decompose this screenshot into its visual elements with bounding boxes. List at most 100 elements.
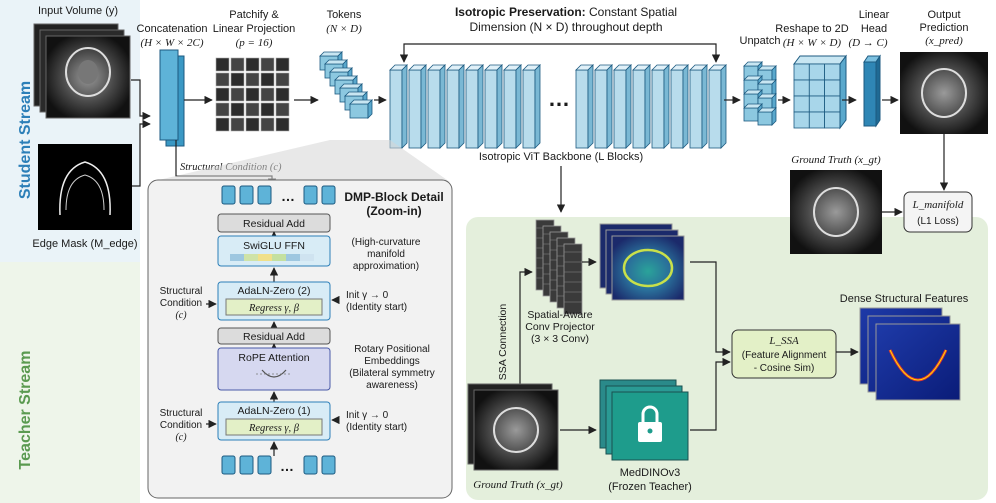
edge-mask-image [38,144,132,230]
vit-block [408,64,427,149]
patch-tile [260,87,275,102]
patch-tile [275,72,290,87]
patch-tile [260,72,275,87]
reshape-cell [808,95,825,113]
patch-tile [245,72,260,87]
patch-tile [260,117,275,132]
dense-features-label: Dense Structural Features [840,293,969,305]
projected-feature-maps [599,223,685,301]
vit-blocks [389,64,727,149]
struct-cond-2a: Structural [160,286,203,297]
gt-teacher-image [467,383,559,471]
init-note-1b: (Identity start) [346,422,407,433]
svg-text:Regress γ, β: Regress γ, β [248,303,300,314]
patch-tile [275,57,290,72]
vit-block [522,64,541,149]
loss-manifold-box: L_manifold (L1 Loss) [903,191,973,233]
reshape-grid [793,54,847,130]
token [221,185,236,205]
patch-tile [245,87,260,102]
loss-ssa-box: L_SSA (Feature Alignment - Cosine Sim) [731,329,837,379]
token-cubes [319,51,373,119]
svg-text:Residual Add: Residual Add [243,218,305,230]
iso-subheading: Dimension (N × D) throughout depth [469,20,662,34]
patch-tile [275,117,290,132]
ssa-connection-label: SSA Connection [497,304,509,381]
unpatch-label: Unpatch [740,35,781,47]
ellipsis: … [548,86,570,111]
init-note-1a: Init γ → 0 [346,410,389,421]
struct-cond-1c: (c) [175,432,187,443]
concat-tensor [159,49,185,147]
concat-title: Concatenation [137,23,208,35]
teacher-stream-label: Teacher Stream [17,351,34,470]
vit-block [427,64,446,149]
patch-tile [245,102,260,117]
reshape-cell [808,79,825,97]
tokens-title: Tokens [327,9,362,21]
svg-text:RoPE Attention: RoPE Attention [238,352,309,364]
projector-slice [563,243,583,315]
meddino-label: MedDINOv3 [620,467,681,479]
reshape-cell [793,111,810,129]
linear-head-title: Linear [859,9,890,21]
swiglu-strip [230,254,314,261]
edge-mask-contour [59,161,111,216]
output-var: (x_pred) [925,35,963,47]
reshape-cell [793,63,810,81]
regress-1 [225,418,323,436]
backbone-label: Isotropic ViT Backbone (L Blocks) [479,151,643,163]
dmp-subtitle: (Zoom-in) [366,204,421,218]
output-prediction-image [900,52,988,134]
swiglu-note-2: manifold [367,249,405,260]
token [239,185,254,205]
concat-dims: (H × W × 2C) [140,37,203,49]
reshape-cell [824,95,841,113]
init-note-2b: (Identity start) [346,302,407,313]
conv-projector [535,219,583,315]
regress-2 [225,298,323,316]
vit-block [632,64,651,149]
patch-tile [215,117,230,132]
vit-block [670,64,689,149]
svg-text:AdaLN-Zero (2): AdaLN-Zero (2) [238,285,311,297]
student-stream-label: Student Stream [17,81,34,199]
reshape-cell [824,63,841,81]
patchify-title2: Linear Projection [213,23,296,35]
struct-cond-1a: Structural [160,408,203,419]
dmp-tokens-top [221,185,336,205]
patch-tile [275,87,290,102]
output-title: Output [927,9,960,21]
vit-block [484,64,503,149]
init-note-2a: Init γ → 0 [346,290,389,301]
frozen-teacher-label: (Frozen Teacher) [608,481,692,493]
patchify-p: (p = 16) [236,37,273,49]
rope-note-4: awareness) [366,380,418,391]
patch-tile [275,102,290,117]
unpatch-cube [757,107,777,126]
struct-cond-1b: Condition [160,420,202,431]
struct-cond-2b: Condition [160,298,202,309]
lock-icon [638,405,662,442]
token [239,455,254,475]
svg-text:…: … [280,458,294,474]
svg-text:(L1 Loss): (L1 Loss) [917,216,959,227]
patch-tile [260,57,275,72]
patch-tile [260,102,275,117]
svg-text:L_manifold: L_manifold [912,199,964,211]
patch-tile [230,57,245,72]
svg-text:SwiGLU FFN: SwiGLU FFN [243,240,305,252]
reshape-cell [808,111,825,129]
patch-tile [230,72,245,87]
patch-grid [215,57,290,132]
svg-text:…: … [281,188,295,204]
token [221,455,236,475]
patch-tile [215,72,230,87]
vit-block [389,64,408,149]
vit-block [613,64,632,149]
swiglu-note-1: (High-curvature [352,237,421,248]
swiglu-note-3: approximation) [353,261,419,272]
svg-text:Residual Add: Residual Add [243,331,305,343]
vit-block [465,64,484,149]
token [257,455,272,475]
